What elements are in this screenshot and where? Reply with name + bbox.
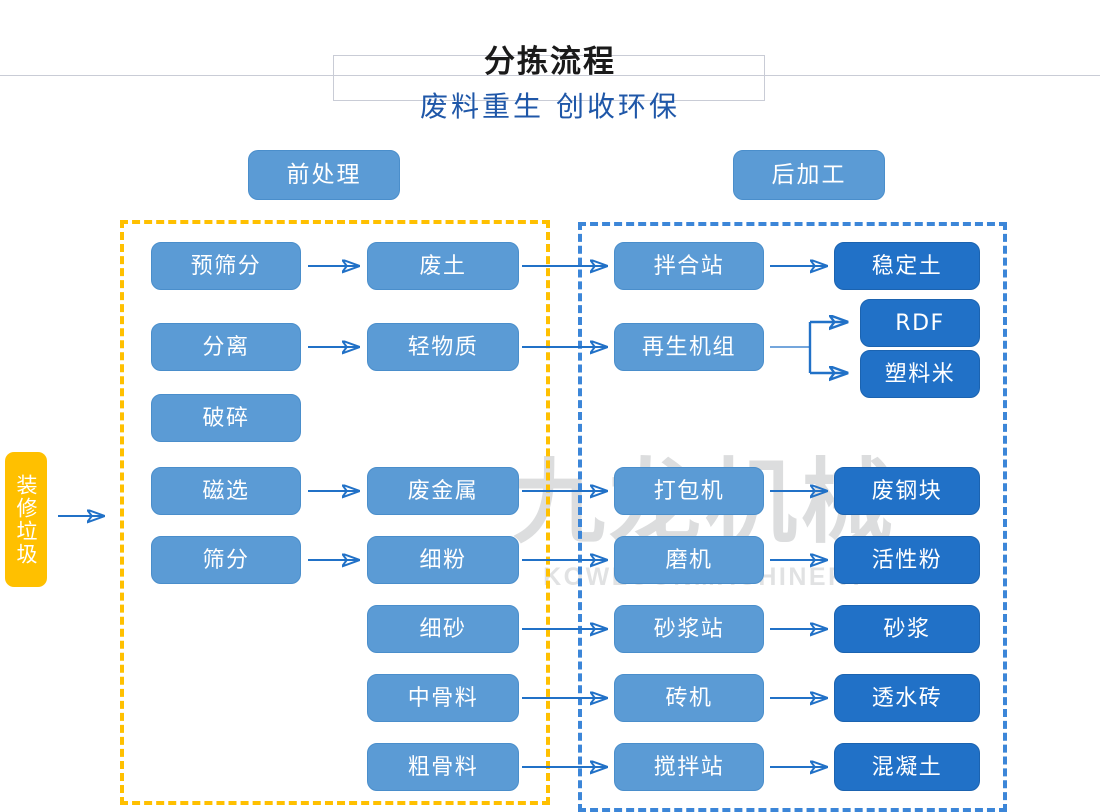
node-crushing[interactable]: 破碎	[151, 394, 301, 442]
node-brick-machine[interactable]: 砖机	[614, 674, 764, 722]
node-mortar-station[interactable]: 砂浆站	[614, 605, 764, 653]
node-scrap-metal[interactable]: 废金属	[367, 467, 519, 515]
node-stabilized-soil[interactable]: 稳定土	[834, 242, 980, 290]
node-plastic-pellets[interactable]: 塑料米	[860, 350, 980, 398]
node-waste-soil[interactable]: 废土	[367, 242, 519, 290]
node-concrete-station[interactable]: 搅拌站	[614, 743, 764, 791]
header-divider-rule	[0, 75, 1100, 76]
node-concrete[interactable]: 混凝土	[834, 743, 980, 791]
node-pre-screening[interactable]: 预筛分	[151, 242, 301, 290]
group-header-postprocess[interactable]: 后加工	[733, 150, 885, 200]
node-mortar[interactable]: 砂浆	[834, 605, 980, 653]
node-fine-sand[interactable]: 细砂	[367, 605, 519, 653]
node-recycling-unit[interactable]: 再生机组	[614, 323, 764, 371]
node-screening[interactable]: 筛分	[151, 536, 301, 584]
title-frame	[333, 55, 765, 101]
page-title: 分拣流程	[484, 44, 616, 80]
page-subtitle: 废料重生 创收环保	[420, 90, 680, 123]
node-active-powder[interactable]: 活性粉	[834, 536, 980, 584]
node-fine-powder[interactable]: 细粉	[367, 536, 519, 584]
node-light-material[interactable]: 轻物质	[367, 323, 519, 371]
group-header-pretreatment[interactable]: 前处理	[248, 150, 400, 200]
node-mixing-station[interactable]: 拌合站	[614, 242, 764, 290]
group-container-postprocess	[578, 222, 1007, 812]
node-separation[interactable]: 分离	[151, 323, 301, 371]
node-scrap-steel[interactable]: 废钢块	[834, 467, 980, 515]
node-rdf[interactable]: RDF	[860, 299, 980, 347]
node-magnetic-sep[interactable]: 磁选	[151, 467, 301, 515]
group-container-pretreatment	[120, 220, 550, 805]
node-grinding-mill[interactable]: 磨机	[614, 536, 764, 584]
node-medium-aggregate[interactable]: 中骨料	[367, 674, 519, 722]
node-coarse-aggregate[interactable]: 粗骨料	[367, 743, 519, 791]
node-baler[interactable]: 打包机	[614, 467, 764, 515]
node-permeable-brick[interactable]: 透水砖	[834, 674, 980, 722]
input-node-construction-waste[interactable]: 装修垃圾	[5, 452, 47, 587]
